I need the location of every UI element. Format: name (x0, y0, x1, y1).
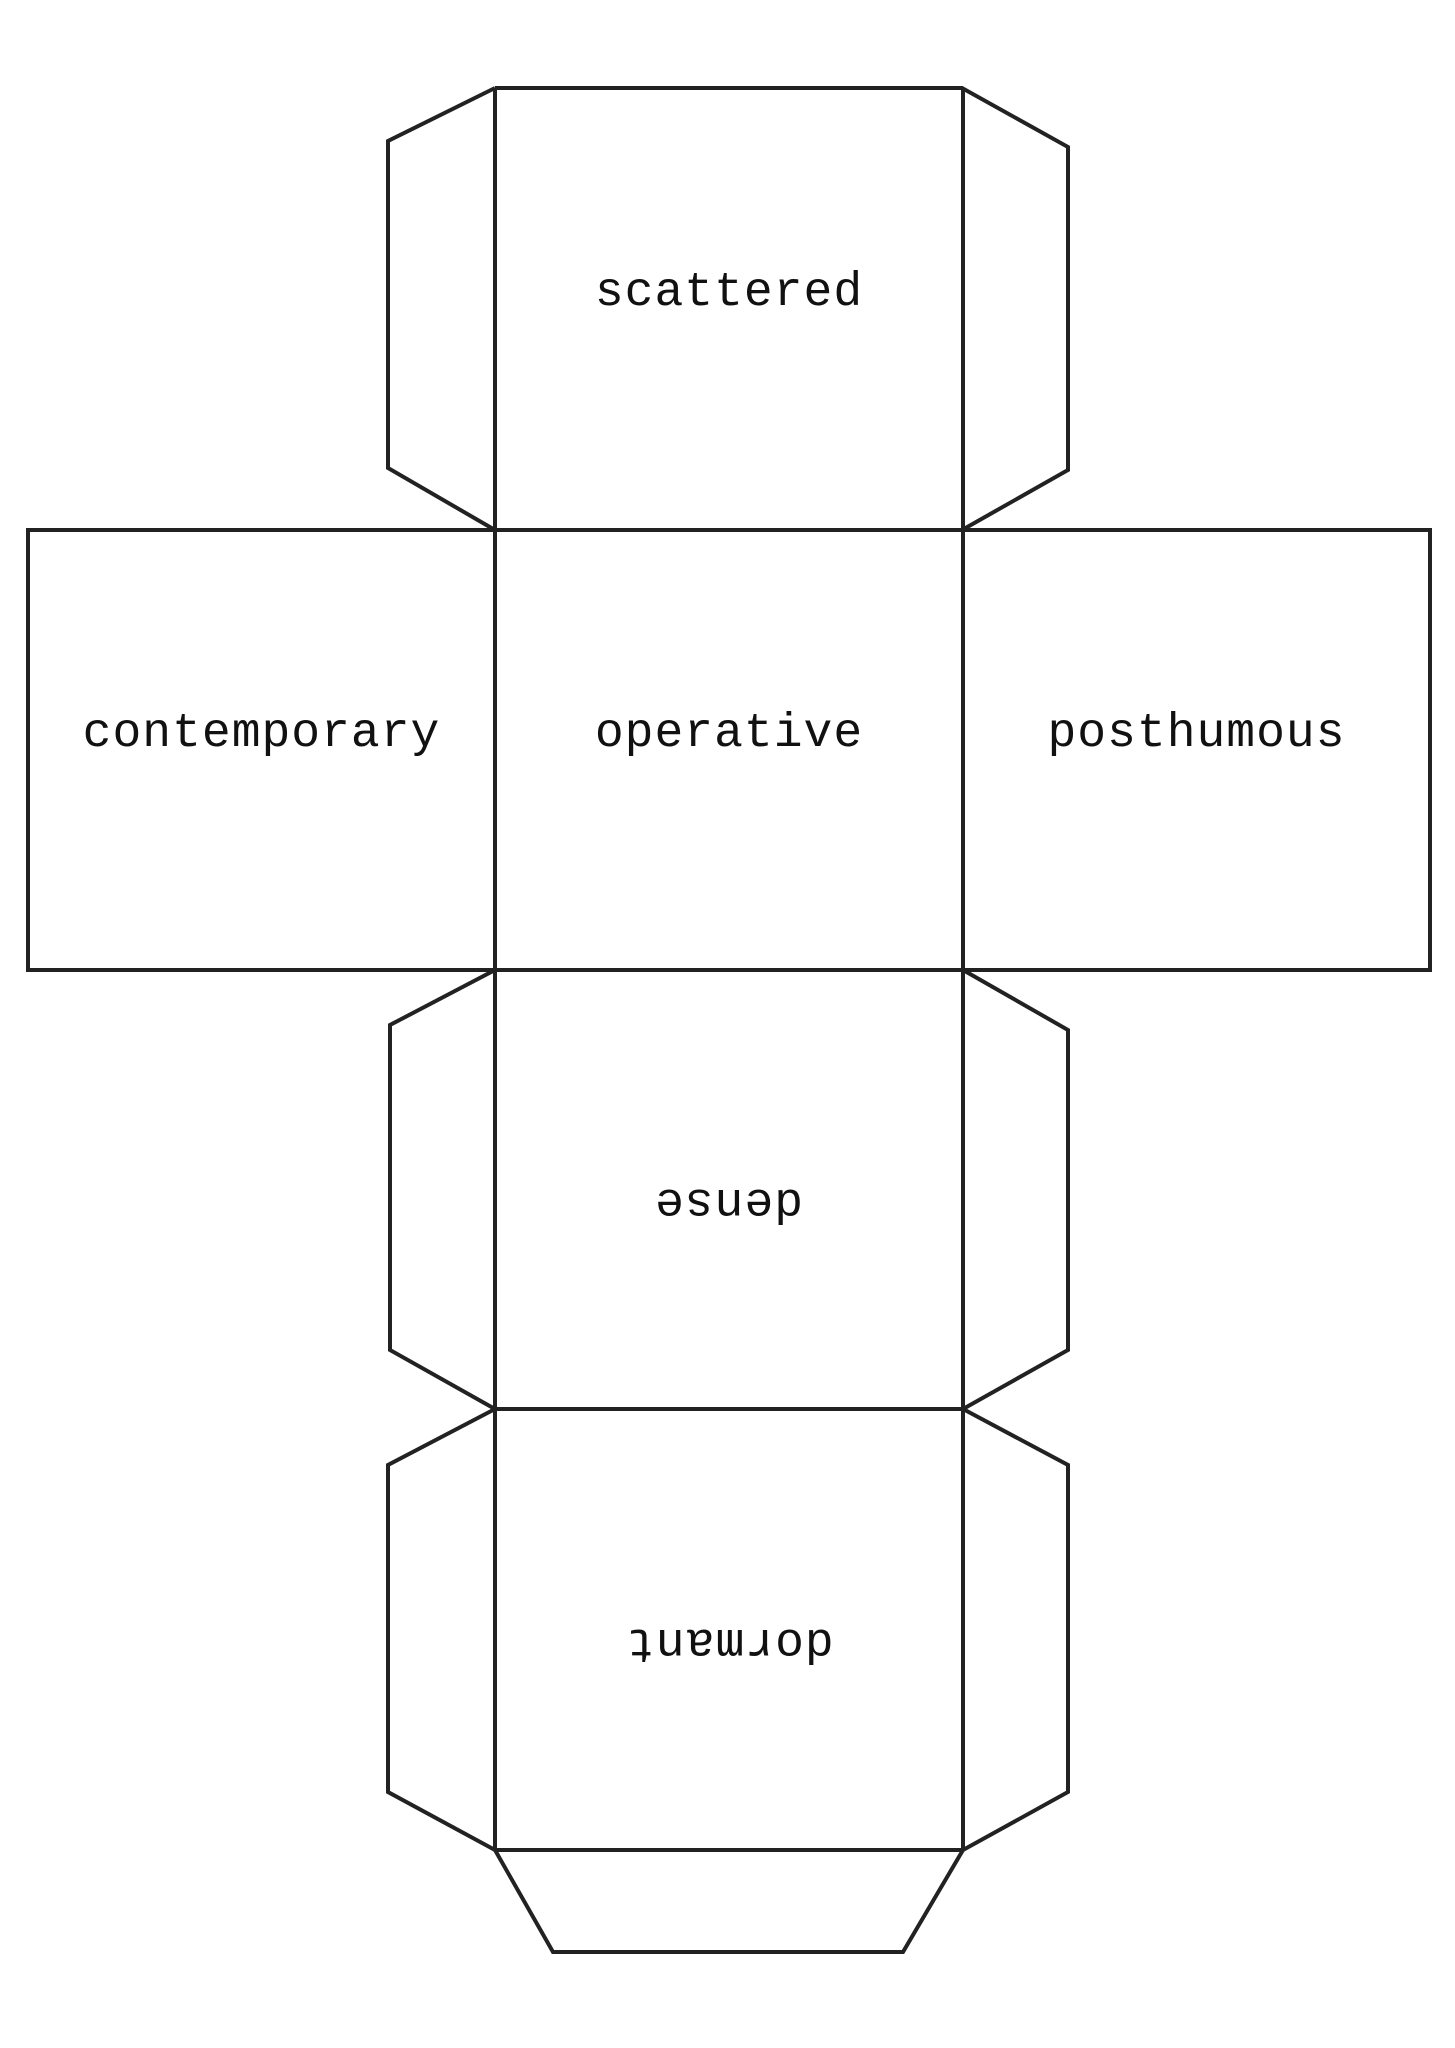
face-label-scattered: scattered (594, 266, 864, 320)
face-label-dormant: dormant (624, 1614, 834, 1669)
glue-tab-bottom-right (962, 1407, 1070, 1852)
face-middle-right: posthumous (963, 530, 1430, 970)
glue-tab-top-right (961, 86, 1070, 532)
face-middle-left: contemporary (28, 530, 495, 970)
face-label-operative: operative (594, 707, 864, 761)
face-bottom-center: dormant (495, 1409, 963, 1850)
glue-tab-bottom (493, 1848, 965, 1954)
glue-tab-lower-left (388, 968, 496, 1411)
face-label-posthumous: posthumous (1047, 707, 1346, 761)
face-top: scattered (495, 88, 963, 530)
glue-tab-lower-right (962, 968, 1070, 1411)
face-middle-center: operative (495, 530, 963, 970)
face-lower-center: dense (495, 970, 963, 1409)
face-label-dense: dense (654, 1174, 804, 1229)
face-label-contemporary: contemporary (82, 707, 441, 761)
glue-tab-bottom-left (386, 1407, 496, 1852)
glue-tab-top-left (386, 86, 497, 532)
